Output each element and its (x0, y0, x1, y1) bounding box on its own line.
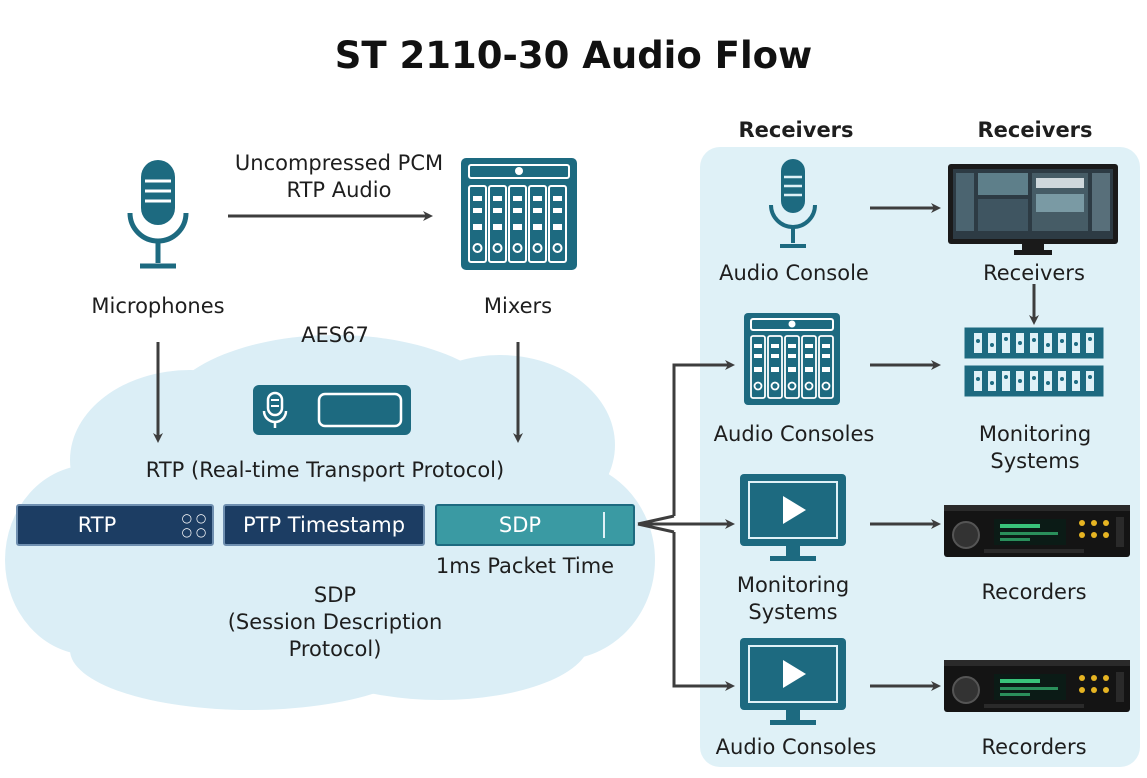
rtp-bar-label: RTP (77, 513, 117, 537)
recorders-label-2: Recorders (981, 735, 1087, 759)
mixers-label: Mixers (483, 294, 553, 318)
audio-console-label: Audio Console (719, 261, 869, 285)
microphones-label: Microphones (91, 294, 225, 318)
sdp-bar-label: SDP (498, 513, 542, 537)
microphone-icon (769, 159, 817, 248)
mixer-console-icon (744, 313, 840, 405)
monitoring-systems-1-line2: Systems (990, 449, 1080, 473)
rtp-bar: RTP ○ ○○ ○ (16, 504, 214, 546)
aes67-label: AES67 (301, 323, 369, 347)
flow-label-line1: Uncompressed PCM (234, 151, 444, 175)
fanout-connector (637, 360, 735, 691)
recorders-label-1: Recorders (981, 580, 1087, 604)
rtp-bar-ports: ○ ○○ ○ (181, 511, 207, 539)
recorder-device-icon (944, 660, 1130, 712)
aes67-cloud (5, 335, 655, 710)
monitoring-systems-2-line2: Systems (748, 600, 838, 624)
sdp-description-line1: SDP (313, 583, 357, 607)
play-monitor-icon (740, 474, 846, 561)
page-title: ST 2110-30 Audio Flow (334, 34, 813, 77)
sdp-description: SDP (Session Description Protocol) (190, 582, 480, 663)
sdp-description-line2: (Session Description (227, 610, 443, 634)
sdp-description-line3: Protocol) (288, 637, 382, 661)
monitoring-systems-label-2: Monitoring Systems (700, 572, 886, 626)
rack-panel-icon (963, 326, 1105, 398)
ptp-timestamp-bar: PTP Timestamp (223, 504, 425, 546)
sdp-bar-handle (603, 512, 623, 538)
recorder-device-icon (944, 505, 1130, 557)
audio-consoles-label-2: Audio Consoles (715, 735, 877, 759)
sdp-bar: SDP (435, 504, 635, 546)
ptp-timestamp-bar-label: PTP Timestamp (242, 513, 406, 537)
col2-header: Receivers (977, 118, 1093, 142)
audio-consoles-label-1: Audio Consoles (713, 422, 875, 446)
flow-label-line2: RTP Audio (286, 178, 392, 202)
receivers-panel (700, 147, 1140, 767)
flow-label: Uncompressed PCM RTP Audio (220, 150, 458, 204)
rtp-protocol-label: RTP (Real-time Transport Protocol) (145, 458, 505, 482)
display-screen-icon (948, 164, 1118, 255)
monitoring-systems-label-1: Monitoring Systems (940, 421, 1130, 475)
monitoring-systems-1-line1: Monitoring (978, 422, 1092, 446)
receivers-label: Receivers (983, 261, 1085, 285)
packet-time-label: 1ms Packet Time (435, 554, 615, 578)
col1-header: Receivers (738, 118, 854, 142)
play-monitor-icon (740, 638, 846, 725)
microphone-icon (127, 160, 189, 269)
monitoring-systems-2-line1: Monitoring (736, 573, 850, 597)
mixer-console-icon (461, 158, 577, 270)
aes67-device-icon (253, 385, 411, 435)
